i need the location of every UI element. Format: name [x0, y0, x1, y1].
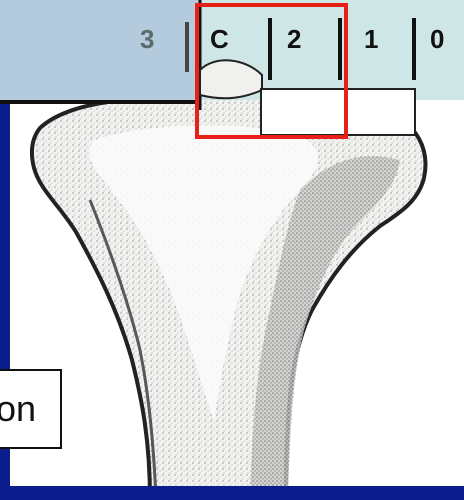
scale-label-2: 2 [287, 26, 301, 52]
bottom-strip [0, 486, 464, 500]
scale-tick [268, 18, 272, 80]
scale-label-0: 0 [430, 26, 444, 52]
callout-text-box: on [0, 369, 62, 449]
scale-label-1: 1 [364, 26, 378, 52]
scale-band-left [0, 0, 200, 100]
scale-label-3: 3 [140, 26, 154, 52]
label-box [261, 89, 415, 135]
scale-tick [338, 18, 342, 80]
scale-tick [412, 18, 416, 80]
scale-tick [185, 22, 189, 72]
scale-label-c: C [210, 26, 229, 52]
